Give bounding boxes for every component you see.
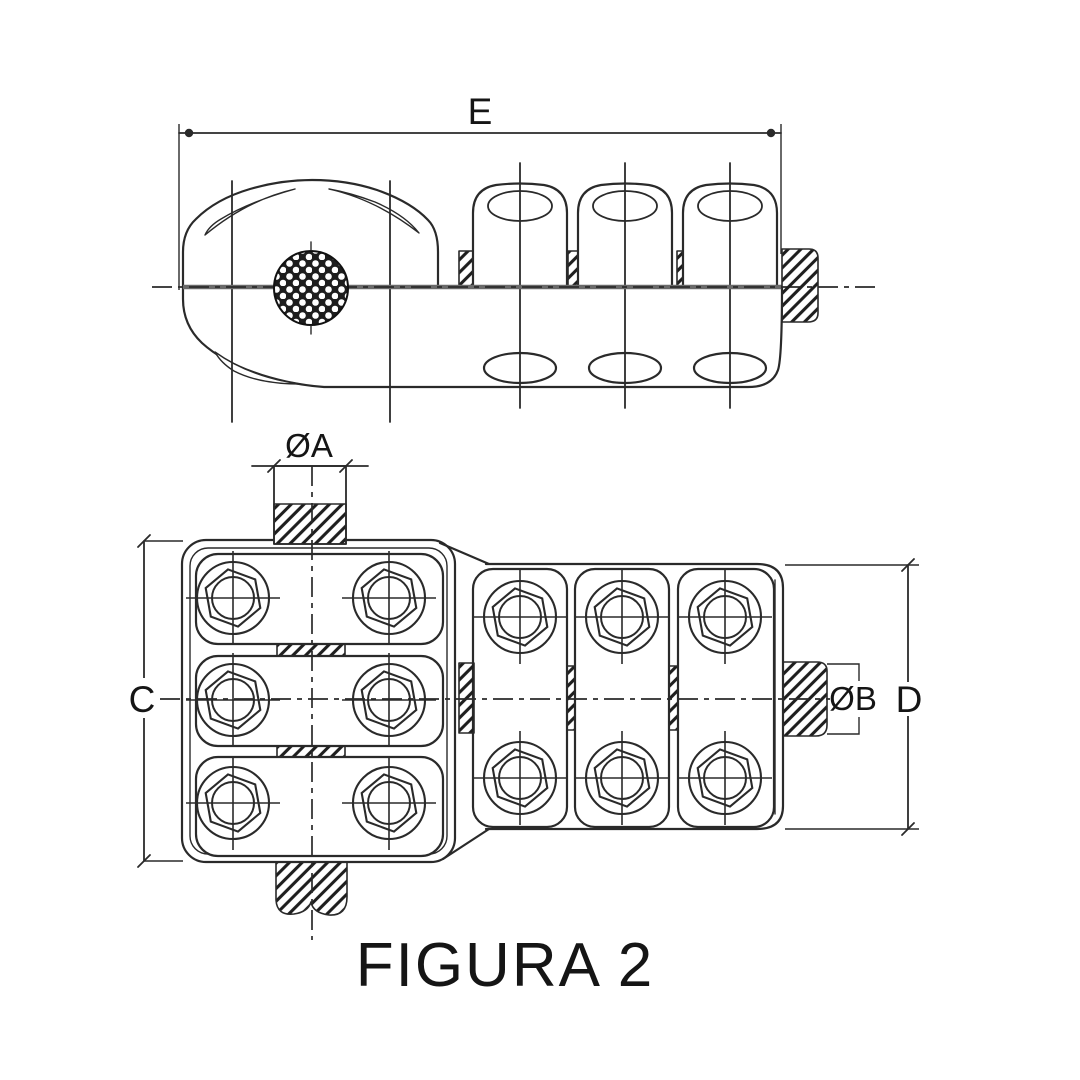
dim-c-tick-top bbox=[137, 534, 151, 548]
left-shoulder-chamfer bbox=[204, 188, 296, 236]
dim-e-label: E bbox=[468, 91, 493, 132]
dim-d-label: D bbox=[896, 679, 923, 720]
dimension-e: E bbox=[178, 91, 782, 290]
top-stud-hatch bbox=[273, 503, 347, 545]
bottom-chamfer-line bbox=[441, 827, 491, 861]
dim-a-tick-left bbox=[267, 459, 281, 473]
dim-c-tick-bottom bbox=[137, 854, 151, 868]
dim-a-tick-right bbox=[339, 459, 353, 473]
right-clamp-block bbox=[458, 562, 785, 831]
dim-phi-a-label: ØA bbox=[285, 427, 333, 464]
dim-c-label: C bbox=[129, 679, 156, 720]
right-shoulder-chamfer bbox=[328, 188, 420, 234]
dim-d-tick-bottom bbox=[901, 822, 915, 836]
top-view-side-elevation: E bbox=[152, 91, 876, 423]
dim-phi-b-label: ØB bbox=[829, 680, 877, 717]
lower-clamp-body bbox=[181, 285, 784, 389]
dimension-d: D bbox=[785, 558, 924, 836]
stud-end-side-view bbox=[781, 248, 819, 323]
bar-gap-hatch-2 bbox=[668, 665, 679, 731]
cable-cross-section bbox=[273, 241, 349, 335]
dimension-phi-a: ØA bbox=[251, 427, 369, 545]
bar-gap-hatch-1 bbox=[566, 665, 576, 731]
side-washer-hatch bbox=[458, 662, 475, 734]
gap-hatch-2 bbox=[276, 745, 346, 758]
gap-hatch-1 bbox=[276, 643, 346, 657]
left-clamp-block bbox=[180, 538, 457, 864]
dim-b-bracket-top bbox=[827, 663, 860, 681]
figure-title: FIGURA 2 bbox=[356, 931, 655, 1000]
dim-b-bracket-bottom bbox=[827, 717, 860, 735]
bottom-view-plan: ØA ØB D C bbox=[124, 427, 924, 940]
dim-e-left-dot bbox=[184, 128, 194, 138]
top-chamfer-line bbox=[438, 541, 491, 566]
dim-e-right-dot bbox=[766, 128, 776, 138]
dim-d-tick-top bbox=[901, 558, 915, 572]
dimension-c: C bbox=[124, 534, 183, 868]
